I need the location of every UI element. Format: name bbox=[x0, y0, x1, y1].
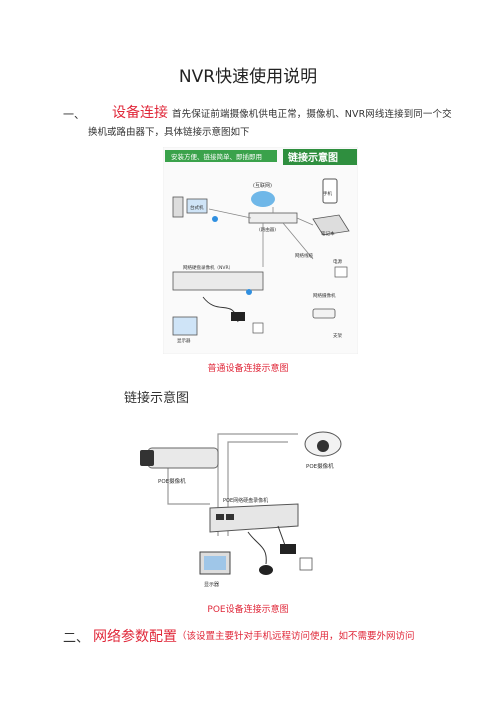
label-poe-nvr: POE网络硬盘录像机 bbox=[223, 497, 268, 504]
diagram-heading: 链接示意图 bbox=[124, 390, 189, 406]
diagram-heading: 链接示意图 bbox=[287, 151, 338, 164]
label-router: (路由器) bbox=[259, 226, 276, 233]
desktop-monitor-icon bbox=[186, 198, 208, 214]
desktop-tower-icon bbox=[172, 196, 184, 218]
label-phone: 手机 bbox=[323, 190, 332, 197]
figure-ordinary-connection: 安装方便、链接简单、即插即用 链接示意图 (互联网) 手机 台式机 (路由器) … bbox=[162, 146, 359, 355]
phone-icon bbox=[322, 178, 338, 204]
label-nvr: 网络硬盘录像机（NVR） bbox=[183, 264, 233, 271]
label-laptop: 笔记本 bbox=[321, 230, 335, 237]
port-marker-icon bbox=[212, 216, 218, 222]
router-icon bbox=[248, 212, 298, 224]
figure-poe-connection: 链接示意图 POE摄像机 POE摄像机 POE网络硬盘录像机 显示器 bbox=[118, 386, 368, 594]
port-marker-icon bbox=[246, 289, 252, 295]
power-adapter-icon bbox=[231, 312, 245, 321]
banner-bar bbox=[165, 150, 277, 162]
nvr-icon bbox=[172, 271, 264, 291]
figure-2-caption: POE设备连接示意图 bbox=[207, 605, 289, 615]
label-poe-camera-right: POE摄像机 bbox=[306, 462, 334, 470]
poe-nvr-icon bbox=[209, 503, 299, 533]
poe-camera-left-icon bbox=[147, 447, 219, 469]
power-outlet-icon bbox=[334, 266, 348, 278]
label-computer: 台式机 bbox=[190, 204, 204, 211]
section-2-heading: 网络参数配置 bbox=[93, 629, 177, 645]
section-1-text-line2: 换机或路由器下，具体链接示意图如下 bbox=[88, 127, 250, 138]
power-adapter-icon bbox=[280, 544, 296, 554]
banner-text: 安装方便、链接简单、即插即用 bbox=[171, 152, 262, 161]
label-power: 电源 bbox=[333, 258, 342, 265]
section-2-number: 二、 bbox=[63, 631, 90, 646]
camera-lens-icon bbox=[140, 450, 154, 466]
label-monitor: 显示器 bbox=[204, 582, 219, 588]
power-outlet-icon bbox=[252, 322, 264, 334]
label-monitor: 显示器 bbox=[177, 338, 191, 344]
label-camera: 网络摄像机 bbox=[313, 292, 336, 299]
label-poe-camera-left: POE摄像机 bbox=[158, 477, 186, 485]
section-1-heading: 设备连接 bbox=[112, 105, 168, 121]
label-internet: (互联网) bbox=[253, 182, 272, 189]
diagram-heading-box bbox=[283, 149, 357, 165]
power-outlet-icon bbox=[299, 557, 313, 571]
label-mount: 支架 bbox=[333, 332, 342, 339]
section-1-text-line1: 首先保证前端摄像机供电正常，摄像机、NVR网线连接到同一个交 bbox=[172, 109, 452, 120]
laptop-icon bbox=[312, 214, 350, 236]
camera-icon bbox=[312, 308, 336, 319]
cloud-icon bbox=[251, 191, 275, 207]
mouse-icon bbox=[259, 565, 273, 575]
monitor-icon bbox=[172, 316, 198, 336]
figure-1-caption: 普通设备连接示意图 bbox=[207, 364, 289, 374]
section-1-number: 一、 bbox=[63, 108, 85, 121]
page-title: NVR快速使用说明 bbox=[178, 67, 318, 87]
section-2-text: （该设置主要针对手机远程访问使用，如不需要外网访问 bbox=[177, 631, 415, 642]
label-cable: 网络线缆 bbox=[295, 252, 313, 259]
